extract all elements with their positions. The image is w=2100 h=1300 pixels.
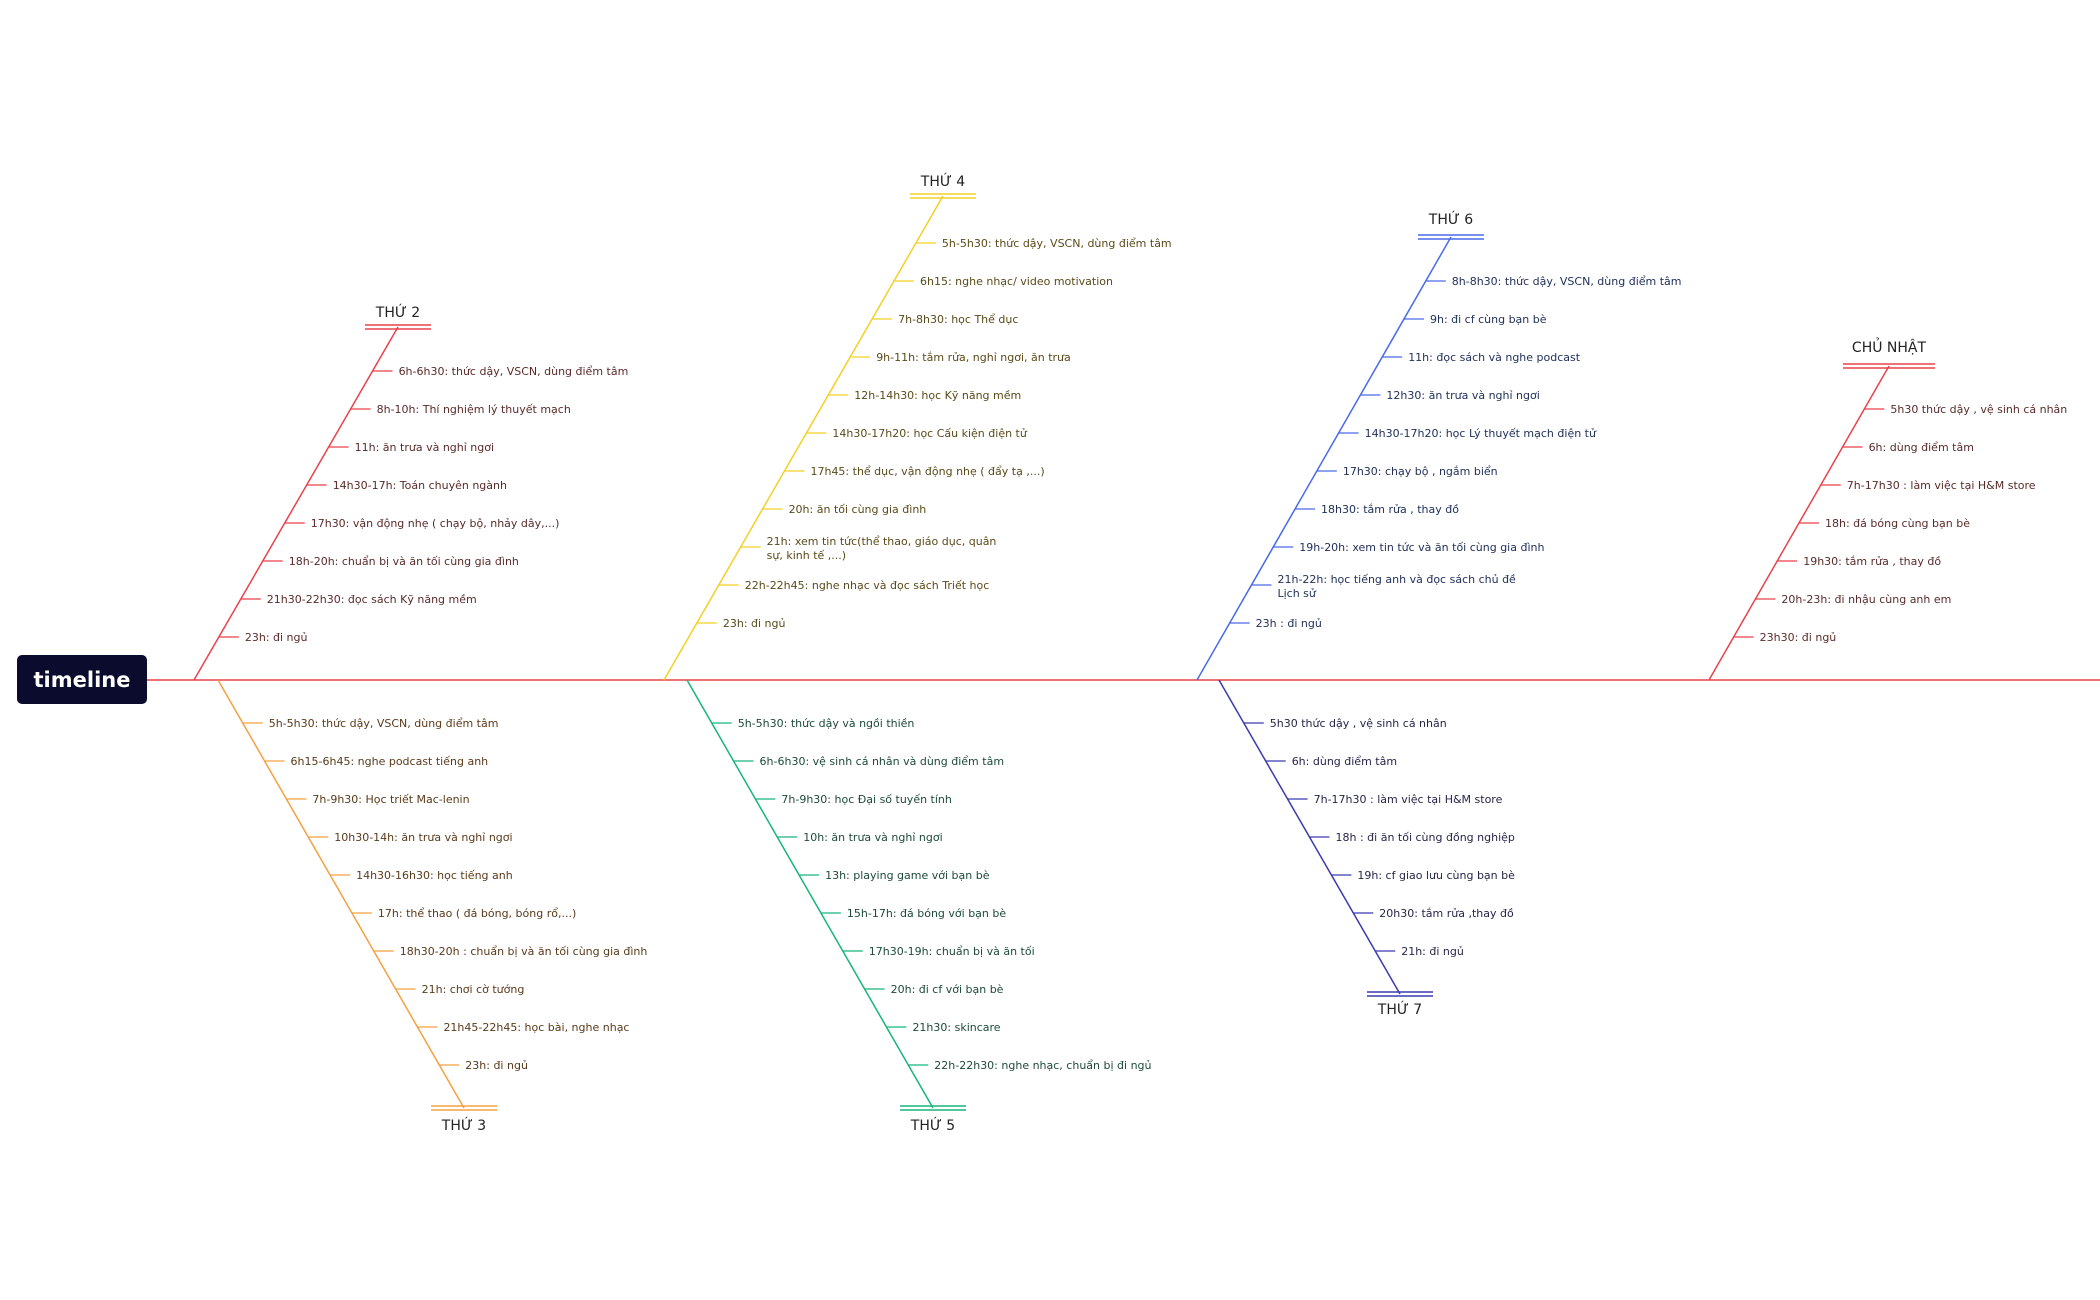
timeline-item[interactable]: 21h: chơi cờ tướng	[422, 983, 525, 996]
timeline-item[interactable]: 5h-5h30: thức dậy, VSCN, dùng điểm tâm	[269, 717, 499, 730]
branch-thu6[interactable]: THỨ 6 8h-8h30: thức dậy, VSCN, dùng điểm …	[1196, 210, 1682, 681]
timeline-item[interactable]: 18h: đá bóng cùng bạn bè	[1825, 517, 1970, 530]
timeline-item[interactable]: 6h15-6h45: nghe podcast tiếng anh	[291, 755, 489, 768]
timeline-item[interactable]: 17h: thể thao ( đá bóng, bóng rổ,...)	[378, 907, 576, 920]
branch-thu4[interactable]: THỨ 4 5h-5h30: thức dậy, VSCN, dùng điểm …	[663, 172, 1172, 681]
timeline-item[interactable]: 6h: dùng điểm tâm	[1869, 441, 1974, 454]
timeline-item[interactable]: 23h: đi ngủ	[245, 631, 308, 644]
timeline-item[interactable]: 15h-17h: đá bóng với bạn bè	[847, 907, 1006, 920]
timeline-item[interactable]: 21h30-22h30: đọc sách Kỹ năng mềm	[267, 593, 477, 606]
timeline-item[interactable]: 14h30-17h20: học Cấu kiện điện tử	[832, 427, 1027, 440]
timeline-item[interactable]: 19h-20h: xem tin tức và ăn tối cùng gia …	[1299, 541, 1544, 554]
timeline-item[interactable]: 20h: ăn tối cùng gia đình	[789, 503, 927, 516]
timeline-item[interactable]: 13h: playing game với bạn bè	[825, 869, 990, 882]
branch-title[interactable]: THỨ 7	[1377, 1000, 1422, 1018]
timeline-item[interactable]: 17h30: vận động nhẹ ( chạy bộ, nhảy dây,…	[311, 517, 560, 530]
timeline-item[interactable]: 10h: ăn trưa và nghỉ ngơi	[803, 831, 942, 844]
timeline-item[interactable]: 18h30-20h : chuẩn bị và ăn tối cùng gia …	[400, 945, 648, 958]
timeline-item[interactable]: 23h30: đi ngủ	[1760, 631, 1837, 644]
central-topic[interactable]: timeline	[17, 655, 147, 704]
branch-bone	[686, 679, 934, 1109]
timeline-item[interactable]: 20h30: tắm rửa ,thay đồ	[1379, 907, 1514, 920]
branch-bone	[193, 326, 399, 681]
timeline-item[interactable]: 12h30: ăn trưa và nghỉ ngơi	[1386, 389, 1539, 402]
timeline-item[interactable]: 14h30-17h20: học Lý thuyết mạch điện tử	[1365, 427, 1597, 440]
branch-title[interactable]: THỨ 6	[1428, 210, 1474, 228]
timeline-item[interactable]: 5h30 thức dậy , vệ sinh cá nhân	[1890, 403, 2067, 416]
timeline-item[interactable]: 19h: cf giao lưu cùng bạn bè	[1357, 869, 1515, 882]
timeline-item[interactable]: 11h: ăn trưa và nghỉ ngơi	[355, 441, 494, 454]
timeline-item[interactable]: 7h-17h30 : làm việc tại H&M store	[1847, 479, 2036, 492]
timeline-item[interactable]: 21h30: skincare	[912, 1021, 1000, 1034]
timeline-item[interactable]: 6h-6h30: vệ sinh cá nhân và dùng điểm tâ…	[760, 755, 1005, 768]
timeline-item[interactable]: 5h30 thức dậy , vệ sinh cá nhân	[1270, 717, 1447, 730]
timeline-item[interactable]: 7h-9h30: học Đại số tuyến tính	[781, 793, 952, 806]
timeline-item[interactable]: 21h: xem tin tức(thể thao, giáo dục, quâ…	[767, 535, 997, 562]
timeline-item[interactable]: 7h-9h30: Học triết Mac-lenin	[312, 793, 469, 806]
timeline-item[interactable]: 7h-8h30: học Thể dục	[898, 313, 1018, 326]
branch-title[interactable]: THỨ 4	[920, 172, 966, 190]
timeline-item[interactable]: 10h30-14h: ăn trưa và nghỉ ngơi	[334, 831, 512, 844]
branch-title[interactable]: THỨ 5	[910, 1116, 955, 1134]
timeline-item[interactable]: 11h: đọc sách và nghe podcast	[1408, 351, 1581, 364]
timeline-item[interactable]: 6h: dùng điểm tâm	[1292, 755, 1397, 768]
timeline-item[interactable]: 19h30: tắm rửa , thay đồ	[1803, 555, 1941, 568]
timeline-item[interactable]: 23h : đi ngủ	[1256, 617, 1322, 630]
timeline-item[interactable]: 8h-8h30: thức dậy, VSCN, dùng điểm tâm	[1452, 275, 1682, 288]
timeline-item[interactable]: 23h: đi ngủ	[465, 1059, 528, 1072]
timeline-item[interactable]: 9h-11h: tắm rửa, nghỉ ngơi, ăn trưa	[876, 351, 1071, 364]
timeline-item[interactable]: 9h: đi cf cùng bạn bè	[1430, 313, 1547, 326]
branch-title[interactable]: THỨ 2	[375, 303, 420, 321]
timeline-item[interactable]: 20h: đi cf với bạn bè	[891, 983, 1004, 996]
timeline-item[interactable]: 22h-22h30: nghe nhạc, chuẩn bị đi ngủ	[934, 1059, 1151, 1072]
timeline-item[interactable]: 18h : đi ăn tối cùng đồng nghiệp	[1336, 831, 1515, 844]
timeline-item[interactable]: 22h-22h45: nghe nhạc và đọc sách Triết h…	[745, 579, 990, 592]
branch-bone	[217, 679, 465, 1109]
timeline-item[interactable]: 6h-6h30: thức dậy, VSCN, dùng điểm tâm	[399, 365, 629, 378]
timeline-item[interactable]: 20h-23h: đi nhậu cùng anh em	[1781, 593, 1951, 606]
timeline-item[interactable]: 5h-5h30: thức dậy và ngồi thiền	[738, 717, 915, 730]
timeline-item[interactable]: 23h: đi ngủ	[723, 617, 786, 630]
timeline-item[interactable]: 14h30-17h: Toán chuyên ngành	[333, 479, 507, 492]
branch-thu2[interactable]: THỨ 2 6h-6h30: thức dậy, VSCN, dùng điểm …	[193, 303, 629, 681]
timeline-item[interactable]: 18h-20h: chuẩn bị và ăn tối cùng gia đìn…	[289, 555, 519, 568]
timeline-item[interactable]: 21h: đi ngủ	[1401, 945, 1464, 958]
branch-thu7[interactable]: THỨ 7 5h30 thức dậy , vệ sinh cá nhân 6h: …	[1218, 679, 1515, 1018]
branch-thu5[interactable]: THỨ 5 5h-5h30: thức dậy và ngồi thiền 6h-6…	[686, 679, 1152, 1134]
branch-title[interactable]: CHỦ NHẬT	[1852, 337, 1927, 356]
timeline-item[interactable]: 17h45: thể dục, vận động nhẹ ( đẩy tạ ,.…	[810, 465, 1044, 478]
timeline-item[interactable]: 7h-17h30 : làm việc tại H&M store	[1314, 793, 1503, 806]
timeline-item[interactable]: 12h-14h30: học Kỹ năng mềm	[854, 389, 1021, 402]
timeline-item[interactable]: 18h30: tắm rửa , thay đồ	[1321, 503, 1459, 516]
timeline-item[interactable]: 14h30-16h30: học tiếng anh	[356, 869, 513, 882]
branch-cn[interactable]: CHỦ NHẬT 5h30 thức dậy , vệ sinh cá nhân 6…	[1708, 337, 2067, 681]
branch-bone	[1196, 236, 1452, 681]
timeline-item[interactable]: 17h30: chạy bộ , ngắm biển	[1343, 465, 1498, 478]
branch-title[interactable]: THỨ 3	[441, 1116, 486, 1134]
timeline-item[interactable]: 8h-10h: Thí nghiệm lý thuyết mạch	[377, 403, 571, 416]
timeline-item[interactable]: 17h30-19h: chuẩn bị và ăn tối	[869, 945, 1035, 958]
timeline-item[interactable]: 21h-22h: học tiếng anh và đọc sách chủ đ…	[1277, 573, 1516, 600]
timeline-item[interactable]: 5h-5h30: thức dậy, VSCN, dùng điểm tâm	[942, 237, 1172, 250]
branch-thu3[interactable]: THỨ 3 5h-5h30: thức dậy, VSCN, dùng điểm …	[217, 679, 648, 1134]
timeline-item[interactable]: 6h15: nghe nhạc/ video motivation	[920, 275, 1113, 288]
timeline-item[interactable]: 21h45-22h45: học bài, nghe nhạc	[443, 1021, 629, 1034]
branch-bone	[663, 195, 944, 681]
